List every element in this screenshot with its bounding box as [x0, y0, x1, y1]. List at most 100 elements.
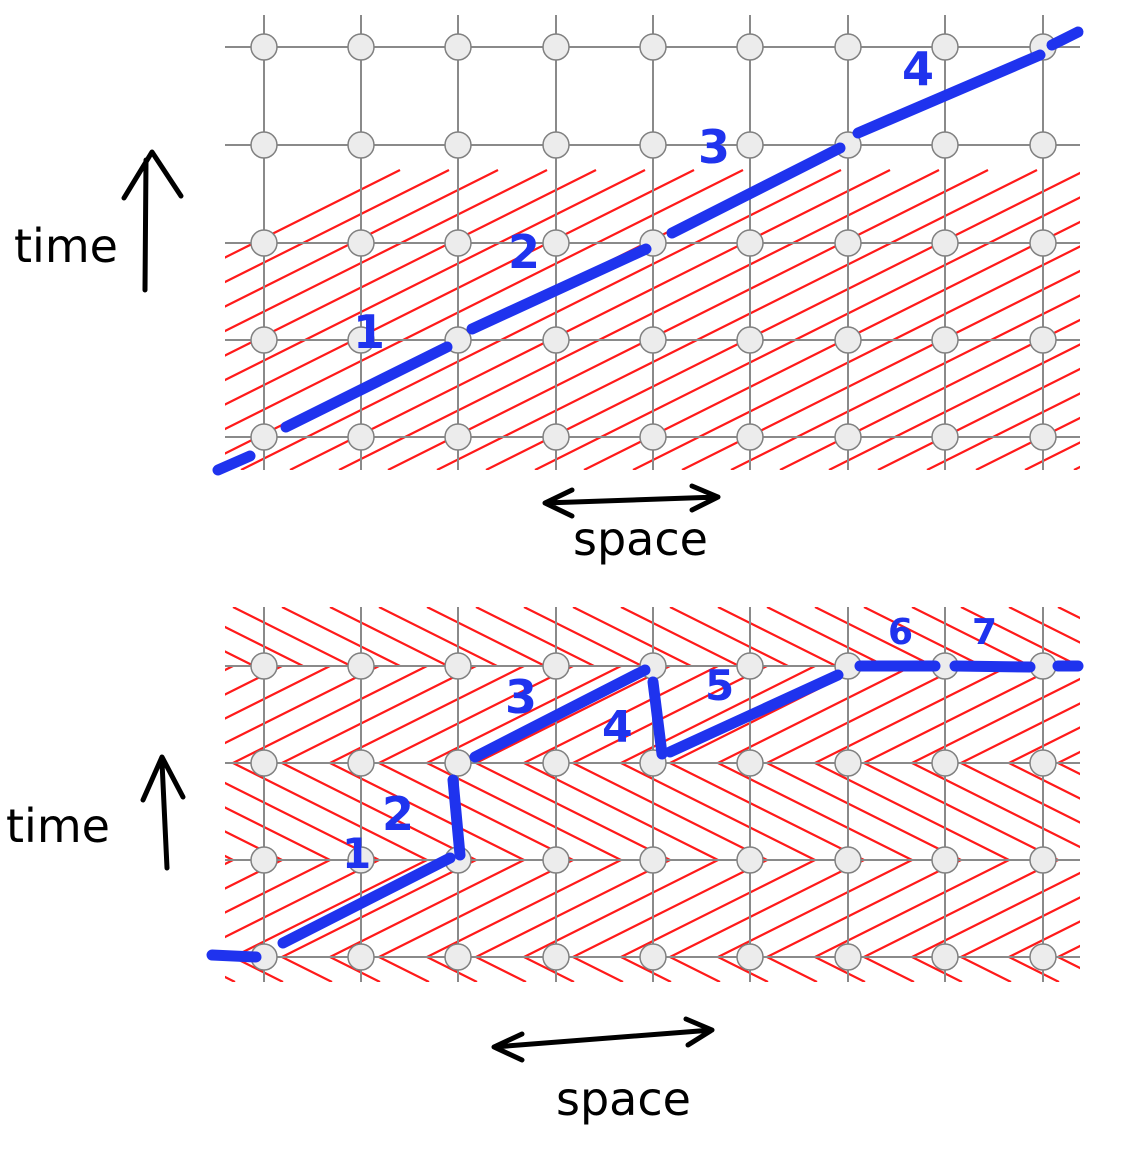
red-zigzag-segment [88, 607, 206, 666]
lattice-node [736, 131, 764, 159]
red-zigzag-segment [523, 859, 719, 958]
bottom-label-2: 2 [382, 787, 414, 841]
red-zigzag-segment [0, 860, 185, 957]
red-diagonal [1073, 465, 1080, 470]
red-zigzag-segment [911, 677, 1080, 764]
top-label-1: 1 [353, 305, 385, 359]
red-zigzag-segment [426, 859, 622, 958]
red-zigzag-segment [225, 859, 283, 890]
red-zigzag-segment [1008, 920, 1080, 958]
bottom-path-seg-2 [447, 774, 466, 861]
red-zigzag-segment [426, 607, 546, 667]
bottom-label-1: 1 [342, 829, 371, 878]
red-zigzag-segment [523, 956, 575, 982]
bottom-nodes [250, 652, 1057, 971]
lattice-node [639, 33, 667, 61]
lattice-node [250, 131, 278, 159]
top-space-arrow-icon [542, 483, 721, 519]
lattice-node [834, 943, 862, 971]
red-zigzag-segment [329, 956, 381, 982]
red-zigzag-segment [717, 859, 913, 958]
red-zigzag-segment [863, 859, 1059, 958]
lattice-node [931, 423, 959, 451]
lattice-node [347, 943, 375, 971]
lattice-node [347, 652, 375, 680]
red-zigzag-segment [814, 762, 1010, 861]
lattice-node [542, 943, 570, 971]
red-zigzag-segment [475, 607, 595, 667]
top-path-seg-1 [280, 341, 453, 433]
red-zigzag-segment [911, 956, 963, 982]
lattice-node [639, 943, 667, 971]
red-zigzag-segment [960, 762, 1080, 824]
red-zigzag-segment [0, 957, 41, 982]
bottom-space-annotation: space [491, 1016, 715, 1126]
top-label-4: 4 [902, 42, 934, 96]
red-zigzag-segment [281, 956, 333, 982]
top-path-seg-0 [212, 450, 256, 476]
red-diagonal [289, 169, 891, 470]
red-zigzag-segment [39, 607, 157, 666]
lattice-node [542, 846, 570, 874]
top-label-2: 2 [508, 225, 540, 279]
lattice-node [347, 131, 375, 159]
lattice-node [444, 131, 472, 159]
red-zigzag-segment [863, 956, 915, 982]
red-zigzag-segment [911, 871, 1080, 958]
red-zigzag-segment [0, 666, 39, 763]
lattice-node [1029, 943, 1057, 971]
lattice-node [444, 943, 472, 971]
red-zigzag-segment [572, 607, 692, 667]
red-zigzag-segment [136, 957, 186, 982]
red-zigzag-segment [572, 762, 768, 861]
red-zigzag-segment [0, 666, 88, 763]
lattice-node [736, 229, 764, 257]
top-nodes [250, 33, 1057, 451]
top-path-seg-2 [466, 243, 652, 335]
lattice-node [347, 229, 375, 257]
red-zigzag-segment [39, 957, 89, 982]
red-diagonal [225, 169, 499, 308]
lattice-node [444, 652, 472, 680]
top-time-arrow-icon [121, 149, 184, 293]
red-zigzag-segment [523, 762, 719, 861]
red-zigzag-segment [766, 607, 886, 667]
lattice-node [347, 423, 375, 451]
red-diagonal [632, 245, 1080, 470]
red-zigzag-segment [0, 860, 136, 957]
lattice-node [736, 943, 764, 971]
red-diagonal [730, 294, 1080, 470]
lattice-node [250, 652, 278, 680]
bottom-path-seg-4 [647, 676, 668, 760]
bottom-path-seg-3 [469, 664, 651, 763]
bottom-label-3: 3 [505, 670, 537, 724]
red-diagonal [225, 169, 401, 259]
bottom-path-seg-1 [277, 852, 456, 949]
red-zigzag-segment [1057, 607, 1080, 620]
top-label-3: 3 [698, 120, 730, 174]
bottom-panel: time space 1 2 3 4 5 6 7 [0, 607, 1084, 1126]
lattice-node [347, 749, 375, 777]
red-zigzag-segment [225, 975, 236, 982]
lattice-node [250, 749, 278, 777]
red-zigzag-segment [669, 762, 865, 861]
lattice-node [444, 423, 472, 451]
red-zigzag-segment [426, 665, 622, 764]
red-zigzag-segment [281, 762, 477, 861]
red-diagonal [225, 169, 597, 357]
red-zigzag-segment [1008, 726, 1080, 764]
lattice-node [542, 131, 570, 159]
bottom-path-seg-0 [206, 949, 262, 963]
top-path-labels: 1 2 3 4 [353, 42, 934, 359]
red-zigzag-segment [960, 956, 1012, 982]
red-zigzag-segment [863, 665, 1059, 764]
lattice-node [639, 846, 667, 874]
bottom-label-7: 7 [972, 612, 997, 653]
lattice-node [834, 229, 862, 257]
bottom-path-seg-7 [949, 660, 1036, 673]
lattice-node [736, 326, 764, 354]
bottom-path-labels: 1 2 3 4 5 6 7 [342, 612, 997, 878]
red-zigzag-segment [1057, 750, 1080, 764]
lattice-node [834, 846, 862, 874]
lattice-node [250, 326, 278, 354]
